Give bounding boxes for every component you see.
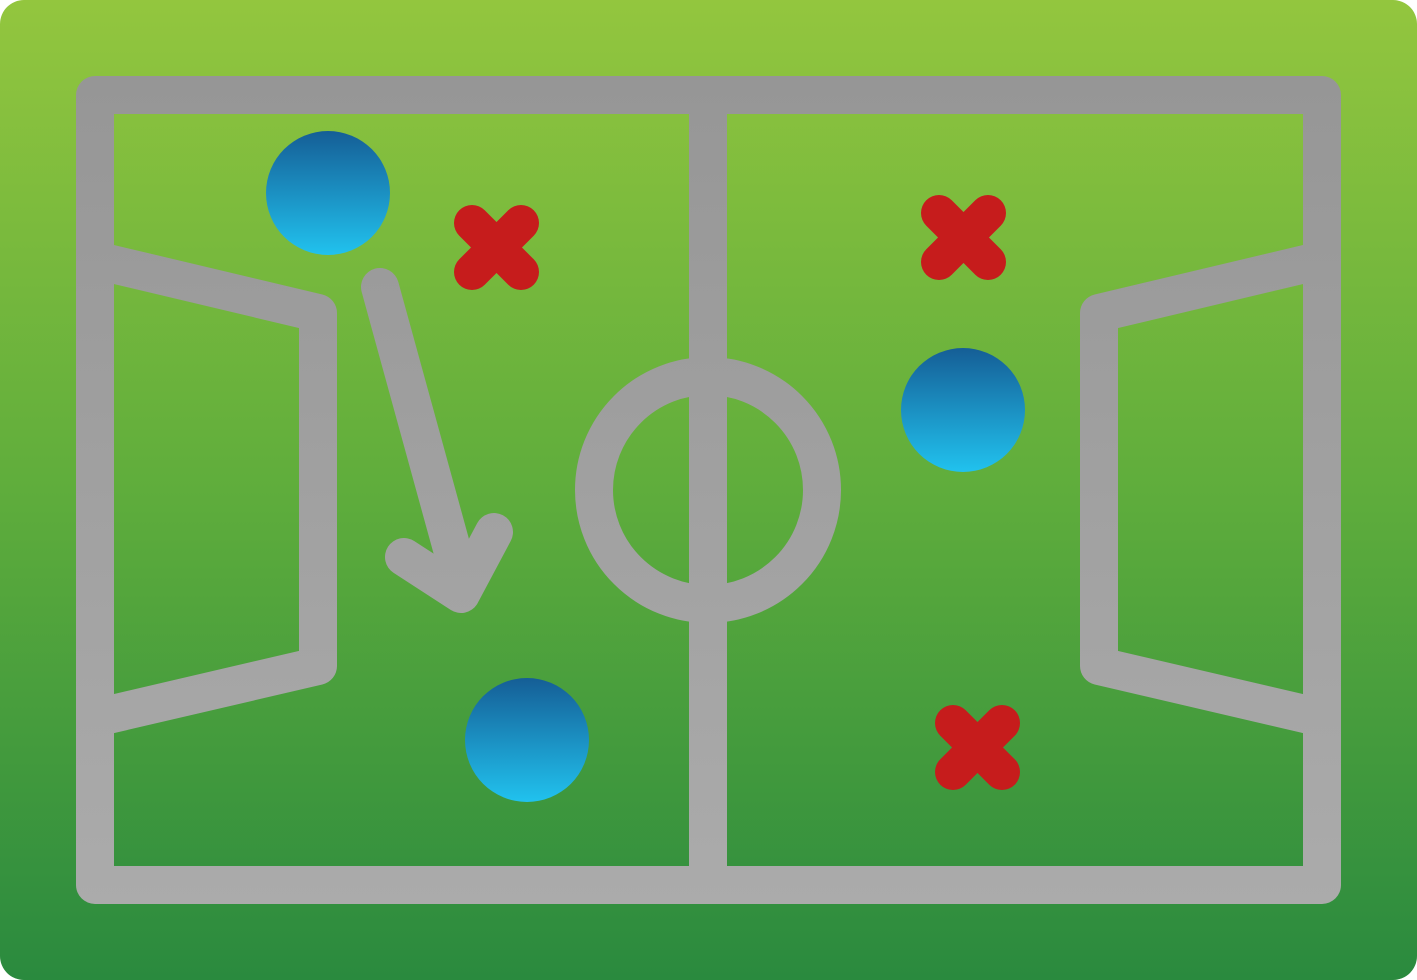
red-opponents	[454, 195, 1020, 790]
field-lines	[76, 76, 1341, 904]
movement-arrow-shaft	[361, 268, 479, 597]
blue-player-circle	[901, 348, 1025, 472]
blue-player-circle	[266, 131, 390, 255]
center-circle	[575, 357, 841, 623]
red-opponent-cross	[921, 195, 1006, 280]
blue-players	[266, 131, 1025, 802]
red-opponent-cross	[935, 705, 1020, 790]
movement-arrow-head	[385, 513, 513, 613]
left-goal-area	[76, 241, 337, 737]
right-goal-area	[1080, 241, 1341, 737]
blue-player-circle	[465, 678, 589, 802]
red-opponent-cross	[454, 205, 539, 290]
